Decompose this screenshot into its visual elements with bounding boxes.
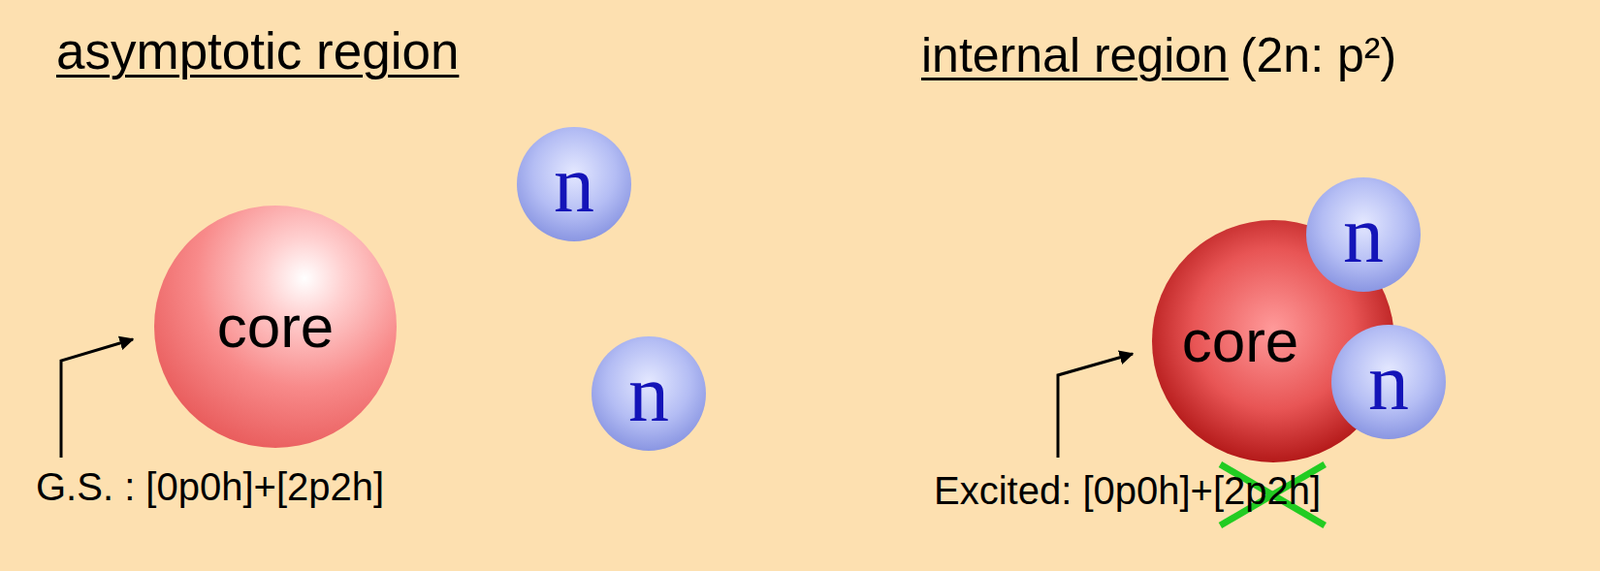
neutron-circle: n — [1330, 323, 1447, 441]
text-holder: n — [1330, 323, 1447, 441]
region-heading: asymptotic region — [56, 23, 459, 80]
region-heading: internal region — [921, 29, 1229, 83]
circle-fill — [154, 205, 397, 448]
state-label: G.S. : [0p0h]+[2p2h] — [35, 465, 384, 509]
node-text: core — [1182, 311, 1300, 372]
circle-fill — [1331, 324, 1446, 440]
circle-fill — [591, 336, 706, 451]
circle-fill — [516, 127, 632, 242]
circle-fill — [1306, 177, 1421, 292]
text-holder: n — [590, 335, 707, 452]
leader-line — [1057, 353, 1133, 458]
node-text: n — [1368, 341, 1409, 423]
state-label: Excited: [0p0h]+[2p2h] — [933, 469, 1321, 512]
node-text: n — [628, 352, 670, 435]
text-holder: n — [515, 126, 633, 243]
node-text: n — [1343, 193, 1384, 276]
neutron-circle: n — [1305, 176, 1422, 293]
text-holder: core — [153, 204, 398, 449]
core-circle: core — [153, 204, 398, 449]
neutron-circle: n — [515, 126, 633, 243]
leader-line — [61, 339, 133, 458]
region-note: (2n: p²) — [1240, 29, 1397, 83]
text-holder: n — [1305, 176, 1422, 293]
node-text: core — [217, 296, 335, 357]
neutron-circle: n — [590, 335, 707, 452]
node-text: n — [553, 143, 595, 225]
